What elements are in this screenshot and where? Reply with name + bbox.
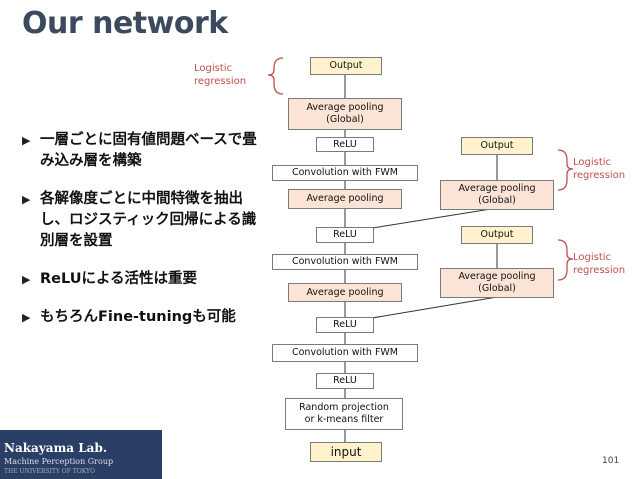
branch-avgpool-global-box: Average pooling (Global): [440, 268, 554, 298]
avgpool-box: Average pooling: [288, 189, 402, 209]
bullet-arrow-icon: ▶: [22, 273, 31, 286]
logistic-regression-label: Logistic regression: [194, 63, 247, 87]
relu-box: ReLU: [316, 227, 374, 243]
relu-box: ReLU: [316, 317, 374, 333]
bullet-arrow-icon: ▶: [22, 134, 31, 147]
bullet-arrow-icon: ▶: [22, 311, 31, 324]
bracket-right-icon: [557, 239, 574, 281]
bullet-item: ▶ 各解像度ごとに中間特徴を抽出し、ロジスティック回帰による識別層を設置: [22, 189, 262, 252]
logistic-regression-label: Logistic regression: [573, 252, 626, 276]
branch-connector-line: [359, 207, 498, 231]
bracket-right-icon: [557, 149, 574, 191]
university-name: THE UNIVERSITY OF TOKYO: [4, 468, 95, 475]
bullet-item: ▶ 一層ごとに固有値問題ベースで畳み込み層を構築: [22, 130, 262, 172]
group-name: Machine Perception Group: [4, 457, 114, 466]
bracket-left-icon: [267, 57, 284, 95]
conv-fwm-box: Convolution with FWM: [272, 254, 418, 270]
conv-fwm-box: Convolution with FWM: [272, 344, 418, 362]
lab-name: Nakayama Lab.: [4, 441, 108, 455]
conv-fwm-box: Convolution with FWM: [272, 165, 418, 181]
relu-box: ReLU: [316, 373, 374, 389]
avgpool-box: Average pooling: [288, 283, 402, 302]
page-number: 101: [602, 456, 620, 466]
bullet-item: ▶ ReLUによる活性は重要: [22, 269, 262, 290]
lab-footer: Nakayama Lab. Machine Perception Group T…: [0, 430, 162, 479]
bullet-arrow-icon: ▶: [22, 193, 31, 206]
input-box: input: [310, 442, 382, 462]
bullet-text: 各解像度ごとに中間特徴を抽出し、ロジスティック回帰による識別層を設置: [40, 191, 257, 249]
relu-box: ReLU: [316, 137, 374, 152]
branch-connector-line: [359, 296, 498, 321]
bullet-list: ▶ 一層ごとに固有値問題ベースで畳み込み層を構築 ▶ 各解像度ごとに中間特徴を抽…: [22, 130, 262, 345]
logistic-regression-label: Logistic regression: [573, 157, 626, 181]
slide-title: Our network: [22, 6, 228, 41]
output-main-box: Output: [310, 57, 382, 75]
branch-avgpool-global-box: Average pooling (Global): [440, 180, 554, 210]
bullet-item: ▶ もちろんFine-tuningも可能: [22, 307, 262, 328]
bullet-text: ReLUによる活性は重要: [40, 271, 198, 287]
bullet-text: 一層ごとに固有値問題ベースで畳み込み層を構築: [40, 132, 257, 169]
random-projection-box: Random projection or k-means filter: [285, 398, 403, 430]
branch-output-box: Output: [461, 137, 533, 155]
bullet-text: もちろんFine-tuningも可能: [40, 309, 236, 325]
branch-output-box: Output: [461, 226, 533, 244]
avgpool-global-main-box: Average pooling (Global): [288, 98, 402, 130]
